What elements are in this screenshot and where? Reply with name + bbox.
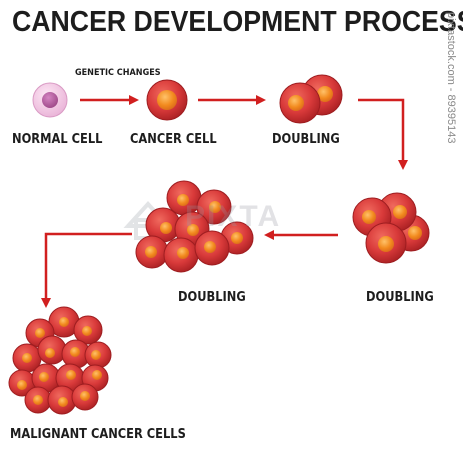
doubling-label-2: DOUBLING [178, 290, 246, 305]
cancer-cell [146, 79, 188, 121]
doubling-cells-1 [279, 74, 343, 124]
genetic-changes-label: GENETIC CHANGES [75, 68, 161, 78]
normal-cell [32, 82, 68, 118]
cancer-cell-label: CANCER CELL [130, 132, 217, 147]
page-title: CANCER DEVELOPMENT PROCESS [12, 6, 463, 38]
stock-credit: pixtastock.com - 89395143 [443, 12, 459, 442]
malignant-label: MALIGNANT CANCER CELLS [10, 427, 186, 442]
malignant-cells [8, 306, 112, 415]
stock-credit-text: pixtastock.com - 89395143 [445, 12, 457, 144]
watermark: PIXTA [125, 200, 335, 240]
doubling-label-1: DOUBLING [272, 132, 340, 147]
arrow-doubling1-to-doubling3 [358, 98, 408, 170]
watermark-text: PIXTA [185, 200, 282, 233]
doubling-label-3: DOUBLING [366, 290, 434, 305]
doubling-cells-2 [135, 180, 254, 273]
doubling-cells-3 [352, 192, 430, 264]
normal-cell-label: NORMAL CELL [12, 132, 103, 147]
arrow-doubling2-to-malignant [41, 232, 132, 308]
